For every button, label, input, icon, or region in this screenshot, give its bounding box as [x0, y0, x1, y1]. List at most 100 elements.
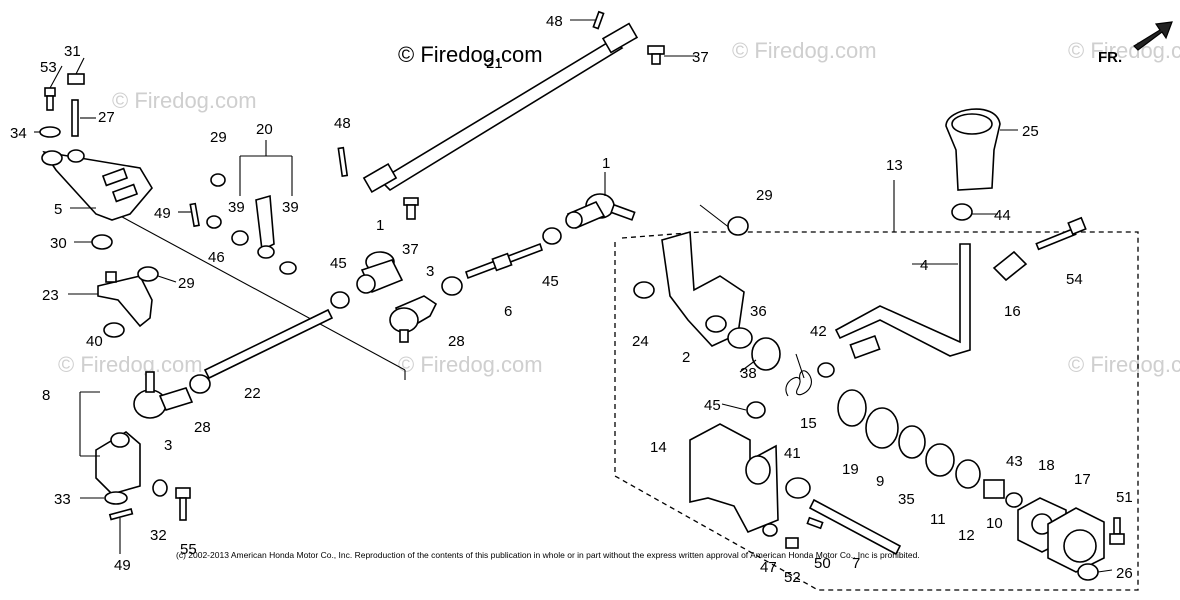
- nut-45: [330, 291, 350, 309]
- bolt-53: [44, 87, 56, 111]
- callout-46: 46: [208, 249, 225, 266]
- callout-22: 22: [244, 385, 261, 402]
- callout-37: 37: [402, 241, 419, 258]
- callout-10: 10: [986, 515, 1003, 532]
- washer-46: [206, 215, 222, 229]
- callout-18: 18: [1038, 457, 1055, 474]
- callout-49: 49: [114, 557, 131, 574]
- callout-4: 4: [920, 257, 928, 274]
- callout-12: 12: [958, 527, 975, 544]
- washer-12: [955, 459, 981, 489]
- callout-6: 6: [504, 303, 512, 320]
- rod-6: [464, 242, 544, 280]
- callout-45: 45: [542, 273, 559, 290]
- watermark-faint: © Firedog.com: [732, 38, 877, 63]
- callout-8: 8: [42, 387, 50, 404]
- callout-47: 47: [760, 559, 777, 576]
- watermark-faint: © Firedog.com: [398, 352, 543, 377]
- callout-11: 11: [930, 511, 946, 528]
- watermark-faint: © Firedog.com: [1068, 352, 1180, 377]
- nut-30: [91, 234, 113, 250]
- callout-43: 43: [1006, 453, 1023, 470]
- collar-16: [992, 250, 1028, 282]
- watermark-faint: © Firedog.com: [112, 88, 257, 113]
- callout-16: 16: [1004, 303, 1021, 320]
- callout-3: 3: [164, 437, 172, 454]
- callout-26: 26: [1116, 565, 1133, 582]
- callout-30: 30: [50, 235, 67, 252]
- shift-lever-4: [834, 243, 971, 360]
- callout-36: 36: [750, 303, 767, 320]
- callout-48: 48: [334, 115, 351, 132]
- callout-29: 29: [210, 129, 227, 146]
- copyright-notice: (c) 2002-2013 American Honda Motor Co., …: [176, 550, 920, 560]
- pin-50: [806, 516, 824, 530]
- callout-37: 37: [692, 49, 709, 66]
- callout-7: 7: [852, 555, 860, 572]
- ball-joint-1: [356, 251, 404, 294]
- control-cable-21: [362, 22, 639, 194]
- nut-24: [633, 281, 655, 299]
- callout-39: 39: [228, 199, 245, 216]
- shaft-7: [785, 477, 902, 556]
- bracket-5: [41, 149, 153, 221]
- seal-38: [751, 337, 781, 371]
- leader-lines: [34, 19, 1113, 573]
- washer-36: [727, 327, 753, 349]
- front-direction-label: FR.: [1098, 49, 1122, 66]
- nut-45: [542, 227, 562, 245]
- watermark-faint: © Firedog.com: [1068, 38, 1180, 63]
- nut-29: [137, 266, 159, 282]
- callout-19: 19: [842, 461, 859, 478]
- ball-joint-3: [133, 371, 194, 419]
- leader-line: [99, 204, 406, 371]
- bolt-54: [1035, 216, 1087, 251]
- callout-49: 49: [154, 205, 171, 222]
- callout-50: 50: [814, 555, 831, 572]
- callout-29: 29: [756, 187, 773, 204]
- knob-25: [945, 108, 1001, 191]
- nut-33: [104, 491, 128, 505]
- nut-44: [951, 203, 973, 221]
- gear-11: [925, 443, 955, 477]
- cotter-pin-48: [592, 10, 605, 30]
- callout-35: 35: [898, 491, 915, 508]
- callout-51: 51: [1116, 489, 1133, 506]
- callout-17: 17: [1074, 471, 1091, 488]
- nut-28: [441, 276, 463, 296]
- callout-34: 34: [10, 125, 27, 142]
- callout-25: 25: [1022, 123, 1039, 140]
- cotter-pin-48: [337, 146, 349, 178]
- washer-34: [39, 126, 61, 138]
- spring-15: [785, 353, 812, 397]
- bolt-55: [175, 487, 191, 521]
- pin-37: [403, 197, 419, 220]
- callout-2: 2: [682, 349, 690, 366]
- nut-26: [1077, 563, 1099, 581]
- callout-39: 39: [282, 199, 299, 216]
- front-direction-arrow: FR.: [1098, 21, 1173, 66]
- callout-28: 28: [194, 419, 211, 436]
- callout-20: 20: [256, 121, 273, 138]
- bracket-2: [661, 230, 745, 347]
- washer-47: [762, 523, 778, 537]
- bracket-14: [689, 423, 779, 534]
- callout-13: 13: [886, 157, 903, 174]
- callout-32: 32: [150, 527, 167, 544]
- callout-23: 23: [42, 287, 59, 304]
- watermark-main: © Firedog.com: [398, 42, 543, 67]
- collar-42: [817, 362, 835, 378]
- callout-45: 45: [704, 397, 721, 414]
- shift-rod-22: [203, 308, 334, 380]
- pin-37: [647, 45, 665, 65]
- callout-48: 48: [546, 13, 563, 30]
- callout-1: 1: [602, 155, 610, 172]
- callout-45: 45: [330, 255, 347, 272]
- washer-32: [152, 479, 168, 497]
- callout-5: 5: [54, 201, 62, 218]
- ring-35: [898, 425, 926, 459]
- lever-20: [231, 140, 297, 275]
- ball-joint-1: [565, 193, 636, 230]
- callout-54: 54: [1066, 271, 1083, 288]
